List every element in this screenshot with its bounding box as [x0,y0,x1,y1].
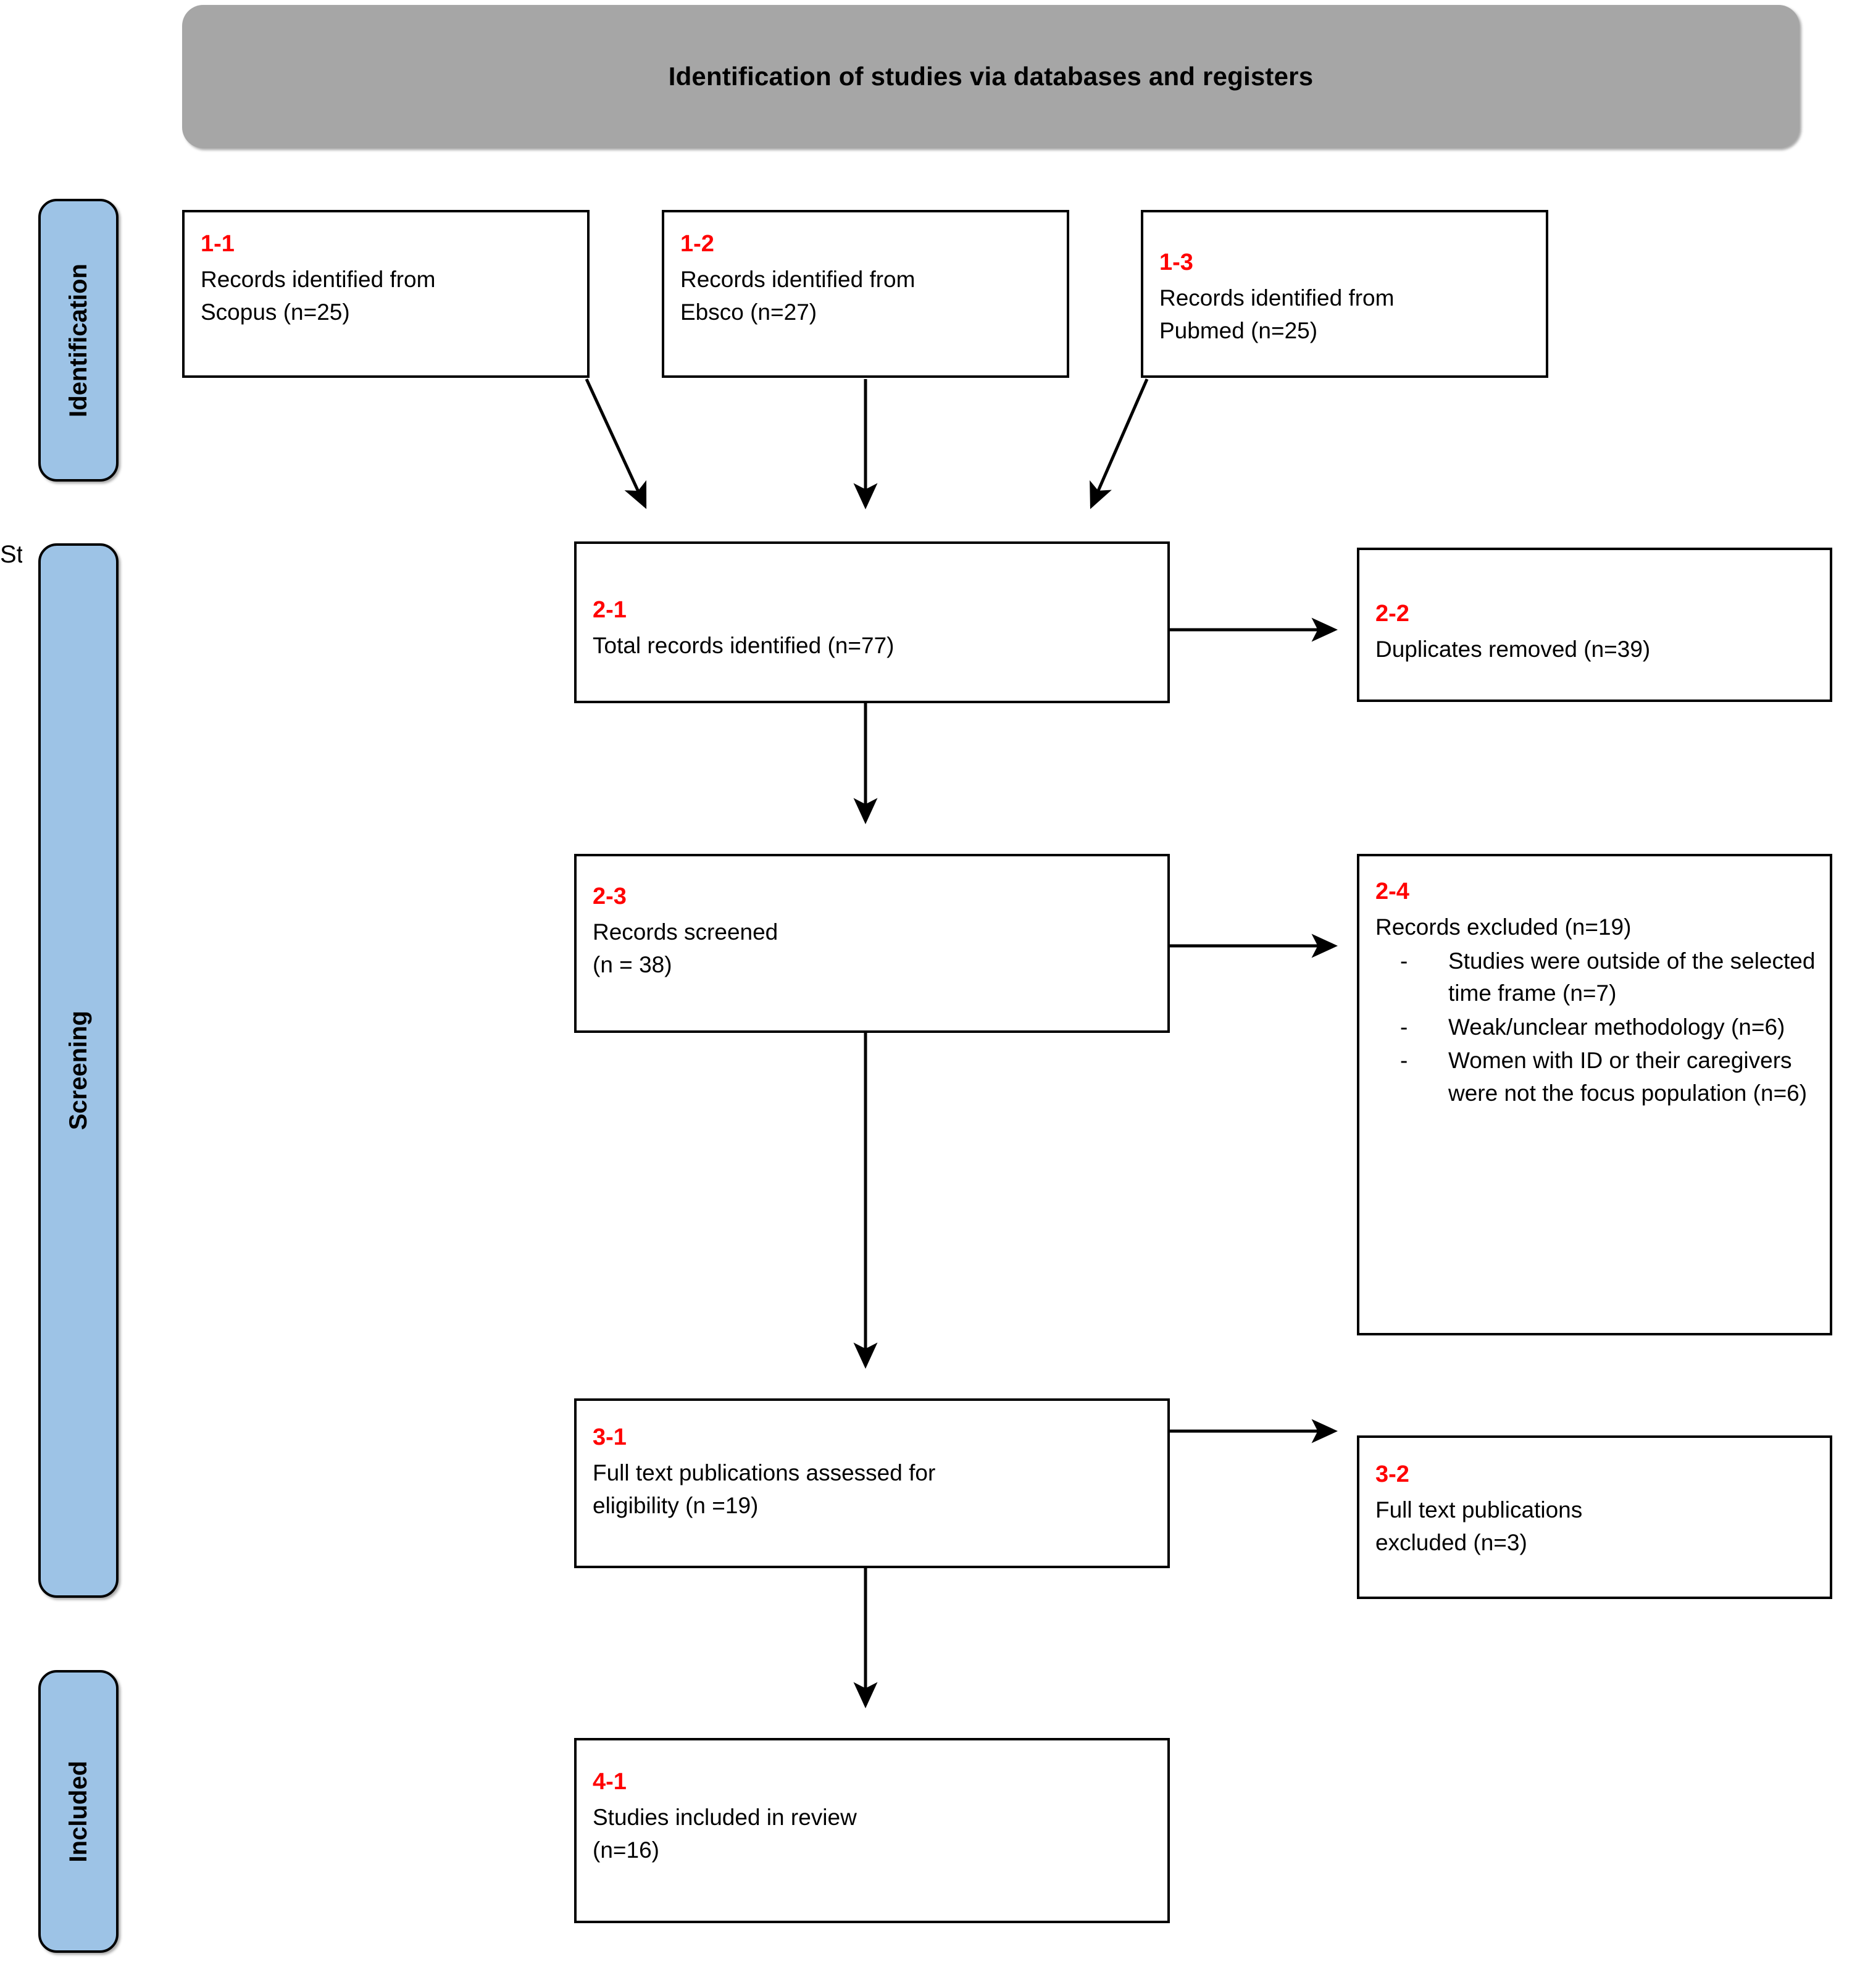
node-box-1-3: 1-3 Records identified from Pubmed (n=25… [1141,210,1548,378]
exclusion-reason-item: Studies were outside of the selected tim… [1375,945,1816,1010]
node-text-2-3-line1: Records screened [593,919,778,945]
phase-rail-identification-label: Identification [64,263,92,417]
node-box-3-1: 3-1 Full text publications assessed for … [574,1398,1170,1568]
node-tag-3-1: 3-1 [593,1424,627,1450]
node-text-1-3-line2: Pubmed (n=25) [1159,317,1318,343]
exclusion-reason-list: Studies were outside of the selected tim… [1375,945,1816,1110]
node-text-2-4-line1: Records excluded (n=19) [1375,914,1632,940]
node-box-1-2: 1-2 Records identified from Ebsco (n=27) [662,210,1069,378]
page-title: Identification of studies via databases … [668,62,1314,91]
node-text-3-1-line2: eligibility (n =19) [593,1492,759,1518]
node-text-3-1-line1: Full text publications assessed for [593,1460,936,1486]
node-text-4-1-line1: Studies included in review [593,1805,857,1831]
exclusion-reason-item: Women with ID or their caregivers were n… [1375,1045,1816,1109]
phase-rail-included-label: Included [64,1760,92,1863]
node-text-1-2-line2: Ebsco (n=27) [680,299,817,325]
node-box-2-2: 2-2 Duplicates removed (n=39) [1357,548,1832,702]
node-box-4-1: 4-1 Studies included in review (n=16) [574,1738,1170,1923]
node-text-3-2-line1: Full text publications [1375,1497,1583,1523]
phase-rail-identification: Identification [38,199,119,482]
node-box-1-1: 1-1 Records identified from Scopus (n=25… [182,210,590,378]
node-text-2-3-line2: (n = 38) [593,951,672,977]
diagram-header-banner: Identification of studies via databases … [182,5,1800,148]
node-tag-1-2: 1-2 [680,231,714,257]
node-box-2-1: 2-1 Total records identified (n=77) [574,541,1170,703]
node-text-1-1-line1: Records identified from [201,267,436,293]
edge-1-3-to-2-1 [1090,378,1149,509]
node-text-3-2-line2: excluded (n=3) [1375,1529,1527,1555]
edge-1-1-to-2-1 [585,378,647,509]
phase-rail-included: Included [38,1670,119,1953]
clipped-edge-text: St [0,541,22,568]
node-tag-1-3: 1-3 [1159,249,1193,275]
phase-rail-screening-label: Screening [64,1011,92,1130]
node-tag-2-4: 2-4 [1375,879,1409,904]
node-text-2-2-line1: Duplicates removed (n=39) [1375,637,1651,662]
node-text-4-1-line2: (n=16) [593,1837,659,1863]
node-tag-2-1: 2-1 [593,597,627,623]
node-box-2-3: 2-3 Records screened (n = 38) [574,854,1170,1033]
node-tag-2-3: 2-3 [593,883,627,909]
node-tag-4-1: 4-1 [593,1769,627,1795]
exclusion-reason-item: Weak/unclear methodology (n=6) [1375,1011,1816,1044]
node-text-2-1-line1: Total records identified (n=77) [593,633,895,659]
node-box-2-4: 2-4 Records excluded (n=19) Studies were… [1357,854,1832,1335]
node-text-1-2-line1: Records identified from [680,267,916,293]
node-tag-3-2: 3-2 [1375,1461,1409,1487]
node-tag-2-2: 2-2 [1375,601,1409,627]
node-text-1-3-line1: Records identified from [1159,285,1395,311]
node-box-3-2: 3-2 Full text publications excluded (n=3… [1357,1435,1832,1599]
node-text-1-1-line2: Scopus (n=25) [201,299,350,325]
node-tag-1-1: 1-1 [201,231,235,257]
phase-rail-screening: Screening [38,543,119,1598]
